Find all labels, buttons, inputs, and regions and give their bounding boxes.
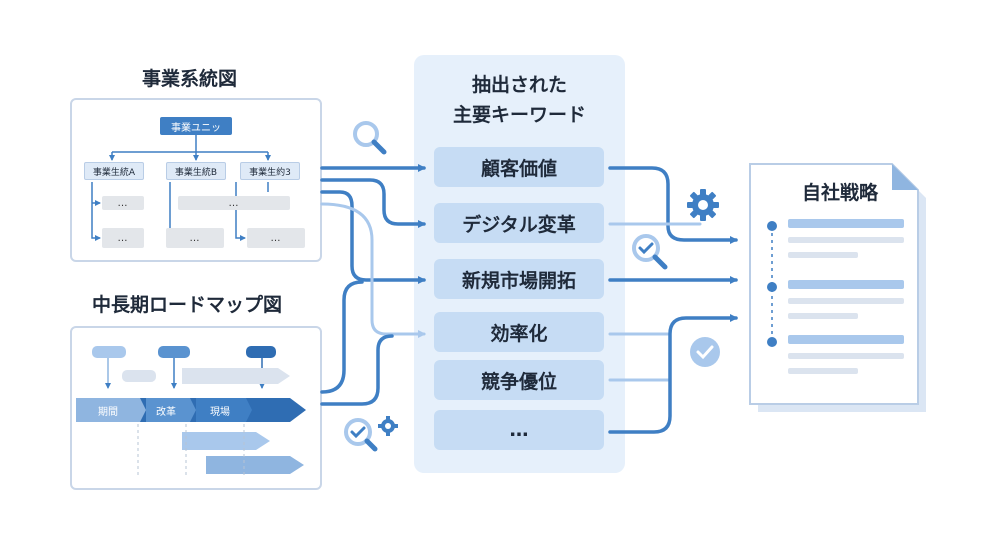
- left-to-keyword-connectors: [320, 164, 426, 406]
- tree-leaf-placeholder: …: [178, 196, 290, 210]
- roadmap-phase-label: 現場: [210, 407, 230, 418]
- roadmap-graphic: [76, 346, 306, 476]
- check-magnifier-gear-icon: [344, 416, 398, 452]
- tree-leaf-placeholder: …: [102, 196, 144, 210]
- keyword-item: 効率化: [434, 312, 604, 352]
- strategy-document-title: 自社戦略: [801, 182, 878, 204]
- tree-leaf-placeholder: …: [166, 228, 224, 248]
- keyword-column-title-line2: 主要キーワード: [452, 104, 586, 126]
- tree-leaf-placeholder: …: [247, 228, 305, 248]
- keyword-to-strategy-connectors: [608, 166, 738, 434]
- keyword-column-title-line1: 抽出された: [471, 74, 567, 96]
- tree-root-node: 事業ユニッ: [160, 117, 232, 135]
- tree-child-node-a: 事業生統A: [84, 162, 144, 180]
- roadmap-phase-label: 改革: [156, 407, 176, 418]
- keyword-item: 顧客価値: [434, 147, 604, 187]
- business-diagram-title: 事業系統図: [142, 68, 238, 90]
- keyword-item: 競争優位: [434, 360, 604, 400]
- tree-child-node-c: 事業生約3: [240, 162, 300, 180]
- roadmap-title: 中長期ロードマップ図: [92, 294, 283, 316]
- keyword-item: …: [434, 410, 604, 450]
- keyword-item: 新規市場開拓: [434, 259, 604, 299]
- business-tree-lines: [91, 135, 271, 241]
- tree-child-node-b: 事業生統B: [166, 162, 226, 180]
- check-circle-icon: [690, 337, 720, 367]
- gear-icon: [687, 189, 719, 221]
- magnifier-icon: [353, 121, 387, 155]
- keyword-item: デジタル変革: [434, 203, 604, 243]
- roadmap-phase-label: 期間: [98, 407, 118, 418]
- tree-leaf-placeholder: …: [102, 228, 144, 248]
- strategy-document: [749, 163, 926, 412]
- check-magnifier-icon: [632, 234, 668, 270]
